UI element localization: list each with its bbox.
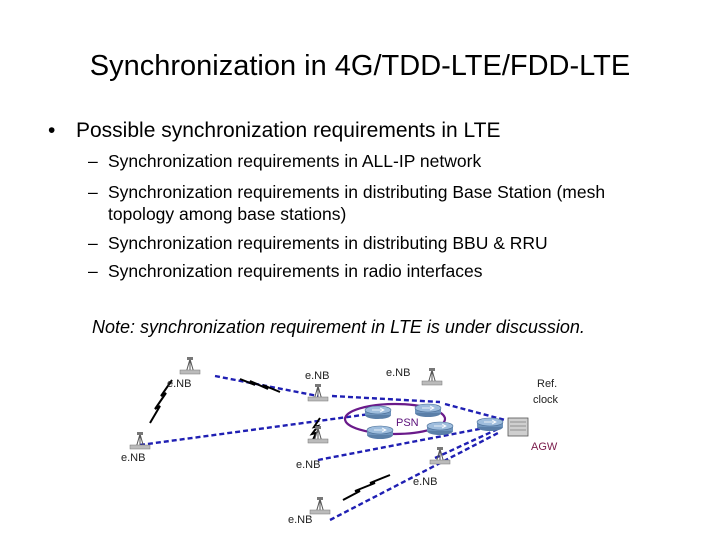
psn-ring bbox=[343, 402, 447, 436]
enb-label: e.NB bbox=[296, 459, 320, 471]
enb-label: e.NB bbox=[288, 514, 312, 526]
radio-links bbox=[149, 378, 391, 501]
enb-label: e.NB bbox=[167, 378, 191, 390]
enb-tower-icon bbox=[179, 356, 201, 375]
dash: – bbox=[88, 261, 98, 281]
sub-bullet: –Synchronization requirements in radio i… bbox=[88, 260, 483, 282]
enb-label: e.NB bbox=[121, 452, 145, 464]
agw-label: AGW bbox=[531, 441, 558, 453]
sub-bullet-text: Synchronization requirements in distribu… bbox=[108, 233, 548, 253]
sub-bullet-continuation: topology among base stations) bbox=[108, 204, 347, 224]
sub-bullet: –Synchronization requirements in distrib… bbox=[88, 232, 548, 254]
router-icon bbox=[364, 405, 392, 420]
dash: – bbox=[88, 233, 98, 253]
dash: – bbox=[88, 182, 98, 202]
router-icon bbox=[366, 425, 394, 440]
router-icon bbox=[414, 403, 442, 418]
ref-clock-label: clock bbox=[533, 394, 559, 406]
sub-bullet-text: Synchronization requirements in ALL-IP n… bbox=[108, 151, 482, 171]
enb-tower-icon bbox=[309, 496, 331, 515]
sub-bullet: –Synchronization requirements in distrib… bbox=[88, 181, 605, 225]
bullet-dot: • bbox=[48, 119, 56, 142]
main-bullet: • Possible synchronization requirements i… bbox=[48, 119, 500, 143]
sub-bullet-text: Synchronization requirements in radio in… bbox=[108, 261, 483, 281]
enb-tower-icon bbox=[421, 367, 443, 386]
note-text: Note: synchronization requirement in LTE… bbox=[92, 317, 585, 337]
ref-clock-label: Ref. bbox=[537, 378, 557, 390]
enb-tower-icon bbox=[129, 431, 151, 450]
enb-label: e.NB bbox=[305, 370, 329, 382]
enb-tower-icon bbox=[307, 383, 329, 402]
sub-bullet: –Synchronization requirements in ALL-IP … bbox=[88, 150, 481, 172]
agw-server-icon bbox=[507, 417, 529, 437]
main-bullet-text: Possible synchronization requirements in… bbox=[76, 119, 501, 142]
enb-label: e.NB bbox=[386, 367, 410, 379]
slide-title: Synchronization in 4G/TDD-LTE/FDD-LTE bbox=[89, 50, 631, 82]
router-icon bbox=[426, 421, 454, 436]
enb-label: e.NB bbox=[413, 476, 437, 488]
enb-tower-icon bbox=[429, 446, 451, 465]
sub-bullet-text: Synchronization requirements in distribu… bbox=[108, 182, 606, 202]
dash: – bbox=[88, 151, 98, 171]
router-icon bbox=[476, 417, 504, 432]
psn-label: PSN bbox=[396, 417, 419, 429]
